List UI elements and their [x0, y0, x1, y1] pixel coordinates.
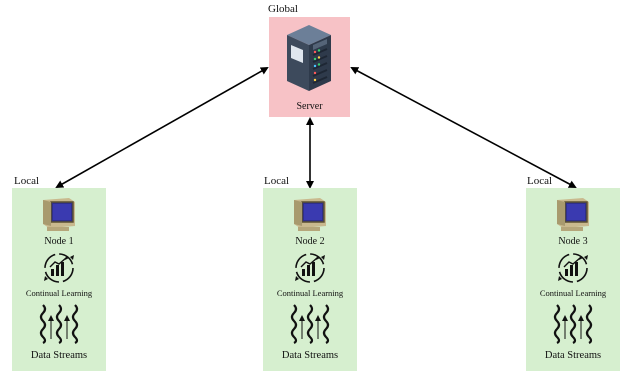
- node1-label: Node 1: [44, 236, 74, 247]
- data-streams-icon: [290, 304, 330, 344]
- node1-learning-label: Continual Learning: [25, 288, 93, 298]
- node1-data-label: Data Streams: [30, 350, 88, 361]
- arrow-server-node3: [350, 67, 577, 188]
- node2-learning-label: Continual Learning: [276, 288, 344, 298]
- computer-monitor-icon: [557, 198, 589, 231]
- continual-learning-cycle-icon: [558, 253, 588, 283]
- arrow-server-node1: [55, 67, 269, 188]
- node1-region-label: Local: [14, 175, 40, 187]
- continual-learning-cycle-icon: [295, 253, 325, 283]
- data-streams-icon: [553, 304, 593, 344]
- node3-learning-label: Continual Learning: [539, 288, 607, 298]
- computer-monitor-icon: [43, 198, 75, 231]
- computer-monitor-icon: [294, 198, 326, 231]
- data-streams-icon: [39, 304, 79, 344]
- node2-data-label: Data Streams: [281, 350, 339, 361]
- node3-box: Node 3 Continual Learning Data Streams: [526, 188, 620, 371]
- node3-data-label: Data Streams: [544, 350, 602, 361]
- global-label: Global: [268, 3, 298, 15]
- node2-region-label: Local: [264, 175, 290, 187]
- continual-learning-cycle-icon: [44, 253, 74, 283]
- server-box: Server: [269, 17, 350, 117]
- server-rack-icon: [287, 25, 331, 91]
- node2-box: Node 2 Continual Learning Data Streams: [263, 188, 357, 371]
- node1-box: Node 1 Continual Learning Data Streams: [12, 188, 106, 371]
- server-label: Server: [296, 101, 323, 112]
- node3-region-label: Local: [527, 175, 553, 187]
- node3-label: Node 3: [558, 236, 588, 247]
- node2-label: Node 2: [295, 236, 325, 247]
